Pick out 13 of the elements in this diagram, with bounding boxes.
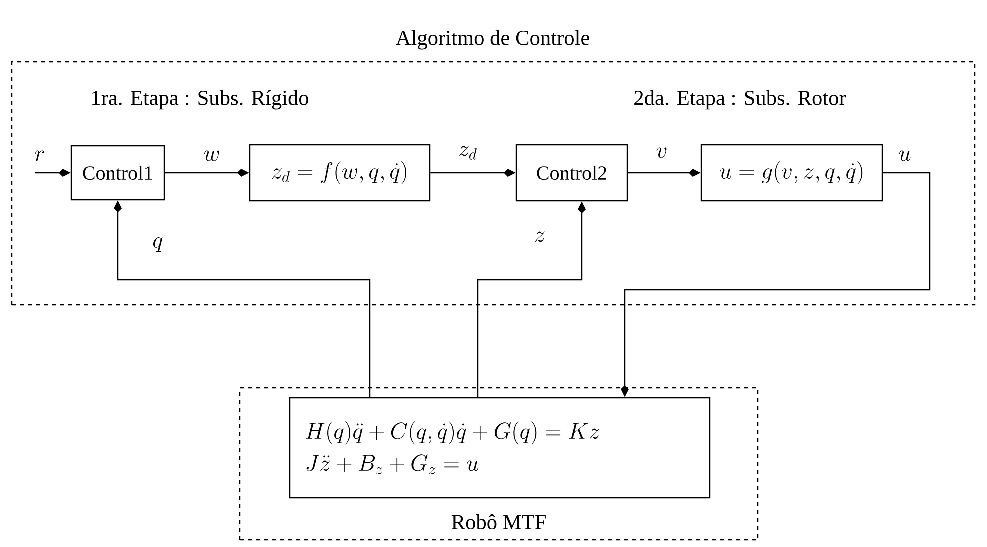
edge-label: $z_d$ [459,146,477,160]
node-label: Algoritmo de Controle [396,30,590,50]
block-box: Control2 [516,144,628,202]
edge-label: $z$ [535,232,545,242]
equation-box: $z_d = f(w, q, \dot{q})$ [249,144,431,202]
edge-label: $v$ [656,148,667,158]
edge-label: $q$ [154,238,163,252]
block-box: Control1 [70,145,166,201]
equation-box: $H(q)\ddot{q} + C(q,\dot{q})\dot{q} + G(q) = Kz$ $J\ddot{z} + B_z + G_z = u$ [289,397,711,499]
edge-label: $w$ [204,150,220,162]
equation-box: $u = g(v, z, q, \dot{q})$ [700,144,884,202]
edge-label: $u$ [899,150,911,162]
edge-label: $r$ [35,150,44,162]
